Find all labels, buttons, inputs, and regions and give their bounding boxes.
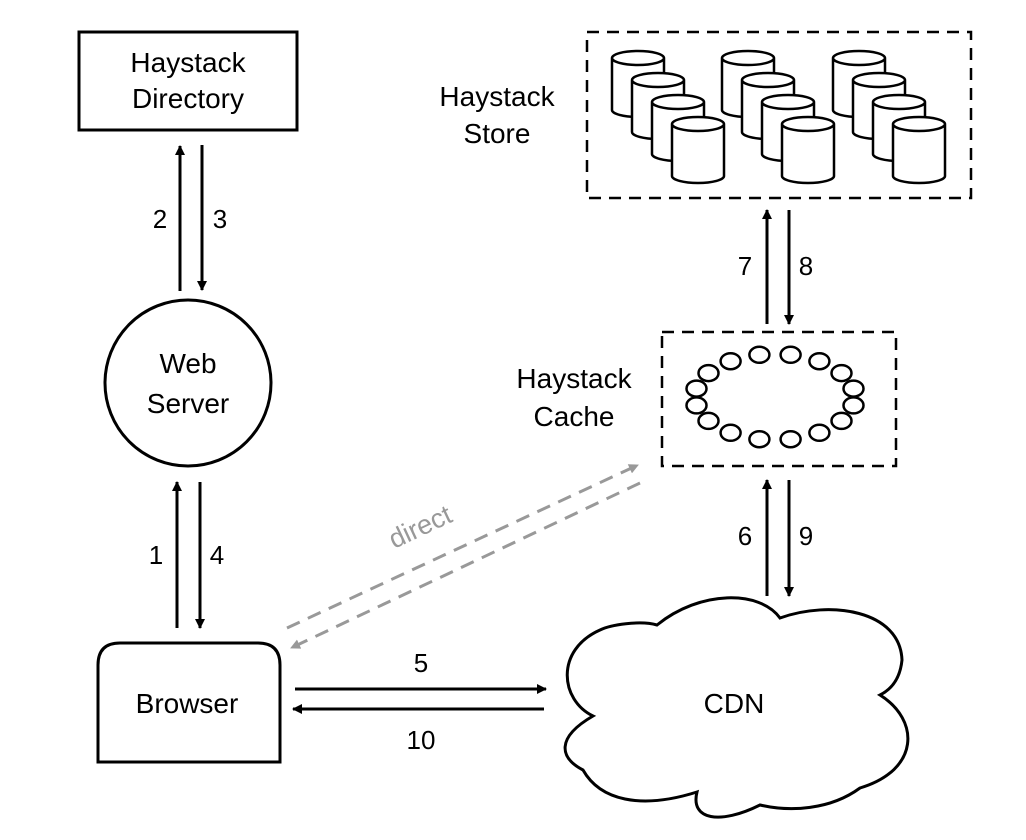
cache-node-icon [697, 411, 720, 431]
edge-6: 6 [738, 479, 772, 596]
haystack-directory-node: Haystack Directory [77, 30, 299, 132]
cdn-node: CDN [563, 596, 910, 819]
store-volume-icon [780, 115, 836, 185]
direct-arrow-to-browser [290, 481, 641, 650]
web-server-label-line2: Server [147, 388, 229, 419]
cache-ring [685, 345, 865, 449]
cache-node-icon [842, 396, 865, 415]
cache-node-icon [808, 351, 831, 371]
edge-7: 7 [738, 209, 772, 324]
browser-node: Browser [96, 641, 282, 764]
edge-label-1: 1 [149, 540, 163, 570]
cdn-cloud-shape [563, 596, 910, 819]
store-volume-icon [670, 115, 726, 185]
store-volume-icon [891, 115, 947, 185]
cache-node-icon [808, 423, 831, 443]
cache-node-icon [830, 363, 853, 383]
directory-box [77, 30, 299, 132]
edge-5: 5 [295, 648, 547, 694]
edge-label-4: 4 [210, 540, 224, 570]
store-box [585, 30, 973, 200]
haystack-store-node: Haystack Store [439, 30, 973, 200]
cache-node-icon [748, 429, 771, 449]
web-server-circle [103, 298, 273, 468]
edge-label-8: 8 [799, 251, 813, 281]
edge-8: 8 [784, 210, 813, 325]
cdn-label: CDN [704, 688, 765, 719]
directory-label-line2: Directory [132, 83, 244, 114]
edge-2: 2 [153, 145, 185, 291]
cache-node-icon [748, 345, 771, 365]
cache-node-icon [779, 429, 802, 449]
cache-node-icon [779, 345, 802, 365]
cache-box [660, 330, 898, 468]
edge-1: 1 [149, 481, 182, 628]
edge-label-6: 6 [738, 521, 752, 551]
cache-node-icon [830, 411, 853, 431]
edge-label-9: 9 [799, 521, 813, 551]
edge-label-10: 10 [407, 725, 436, 755]
edge-3: 3 [197, 145, 227, 291]
direct-arrow-to-cache [286, 463, 639, 630]
cache-node-icon [842, 379, 865, 398]
edge-label-2: 2 [153, 204, 167, 234]
cache-node-icon [685, 379, 708, 398]
browser-shape [96, 641, 282, 764]
cache-node-icon [697, 363, 720, 383]
edge-9: 9 [784, 480, 813, 597]
haystack-cache-node: Haystack Cache [516, 330, 898, 468]
cache-label-line2: Cache [534, 401, 615, 432]
edge-10: 10 [292, 704, 544, 755]
edge-label-5: 5 [414, 648, 428, 678]
web-server-node: Web Server [103, 298, 273, 468]
directory-label-line1: Haystack [130, 47, 246, 78]
cache-node-icon [719, 423, 742, 443]
edge-label-7: 7 [738, 251, 752, 281]
cache-label-line1: Haystack [516, 363, 632, 394]
direct-edge: direct [286, 463, 641, 650]
browser-label: Browser [136, 688, 239, 719]
store-volumes [610, 49, 947, 185]
store-label-line1: Haystack [439, 81, 555, 112]
cache-node-icon [685, 396, 708, 415]
web-server-label-line1: Web [159, 348, 216, 379]
store-label-line2: Store [464, 118, 531, 149]
direct-label: direct [384, 499, 457, 554]
edge-4: 4 [195, 482, 224, 629]
cache-node-icon [719, 351, 742, 371]
edge-label-3: 3 [213, 204, 227, 234]
